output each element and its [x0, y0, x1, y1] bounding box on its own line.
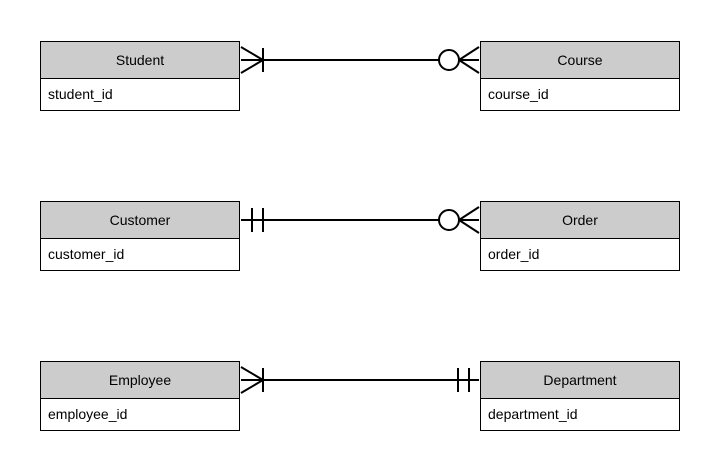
entity-employee[interactable]: Employee employee_id [40, 361, 240, 431]
entity-customer-attribute: customer_id [41, 239, 239, 270]
crowsfoot-upper-prong [240, 366, 264, 381]
crowsfoot-upper-prong [458, 206, 480, 221]
crowsfoot-lower-prong [458, 59, 480, 74]
cardinality-zero-or-many-order [438, 206, 480, 234]
entity-department-attribute: department_id [481, 399, 679, 430]
entity-employee-attribute: employee_id [41, 399, 239, 430]
entity-course[interactable]: Course course_id [480, 41, 680, 111]
cardinality-circle [438, 49, 460, 71]
entity-order-title: Order [481, 202, 679, 239]
entity-order-attribute: order_id [481, 239, 679, 270]
entity-department[interactable]: Department department_id [480, 361, 680, 431]
relationship-connector-student-course [240, 46, 480, 74]
crowsfoot-upper-prong [458, 46, 480, 61]
crowsfoot-upper-prong [240, 46, 264, 61]
entity-customer[interactable]: Customer customer_id [40, 201, 240, 271]
entity-department-title: Department [481, 362, 679, 399]
entity-course-attribute: course_id [481, 79, 679, 110]
crowsfoot-lower-prong [458, 219, 480, 234]
cardinality-one-or-many-student [240, 46, 264, 74]
crowsfoot-lower-prong [240, 59, 264, 74]
relationship-connector-employee-department [240, 366, 479, 394]
crowsfoot-lower-prong [240, 379, 264, 394]
entity-course-title: Course [481, 42, 679, 79]
entity-student-attribute: student_id [41, 79, 239, 110]
entity-student[interactable]: Student student_id [40, 41, 240, 111]
entity-employee-title: Employee [41, 362, 239, 399]
relationship-connector-customer-order [241, 206, 480, 234]
cardinality-zero-or-many-course [438, 46, 480, 74]
cardinality-exactly-one-customer [251, 208, 264, 232]
cardinality-exactly-one-department [457, 368, 470, 392]
entity-customer-title: Customer [41, 202, 239, 239]
cardinality-one-or-many-employee [240, 366, 264, 394]
entity-order[interactable]: Order order_id [480, 201, 680, 271]
entity-student-title: Student [41, 42, 239, 79]
cardinality-circle [438, 209, 460, 231]
